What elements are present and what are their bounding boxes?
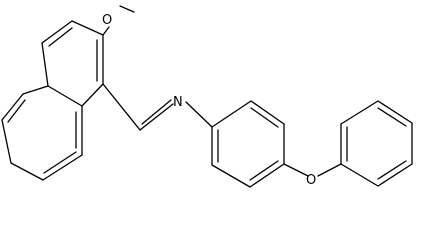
naphthalene-lower-ring: [1, 85, 83, 181]
ether-oxygen-label: O: [306, 173, 316, 188]
methoxy-oxygen-label: O: [102, 13, 112, 28]
central-phenylene-ring: [211, 100, 285, 188]
chemical-structure: O N: [1, 5, 413, 188]
naphthalene-upper-ring: [41, 20, 104, 107]
imine-linker-bonds: [102, 83, 213, 131]
terminal-phenyl-ring: [340, 100, 413, 187]
ether-bonds: [283, 163, 342, 177]
methoxy-group-bonds: [102, 5, 135, 36]
imine-nitrogen-label: N: [173, 95, 183, 110]
